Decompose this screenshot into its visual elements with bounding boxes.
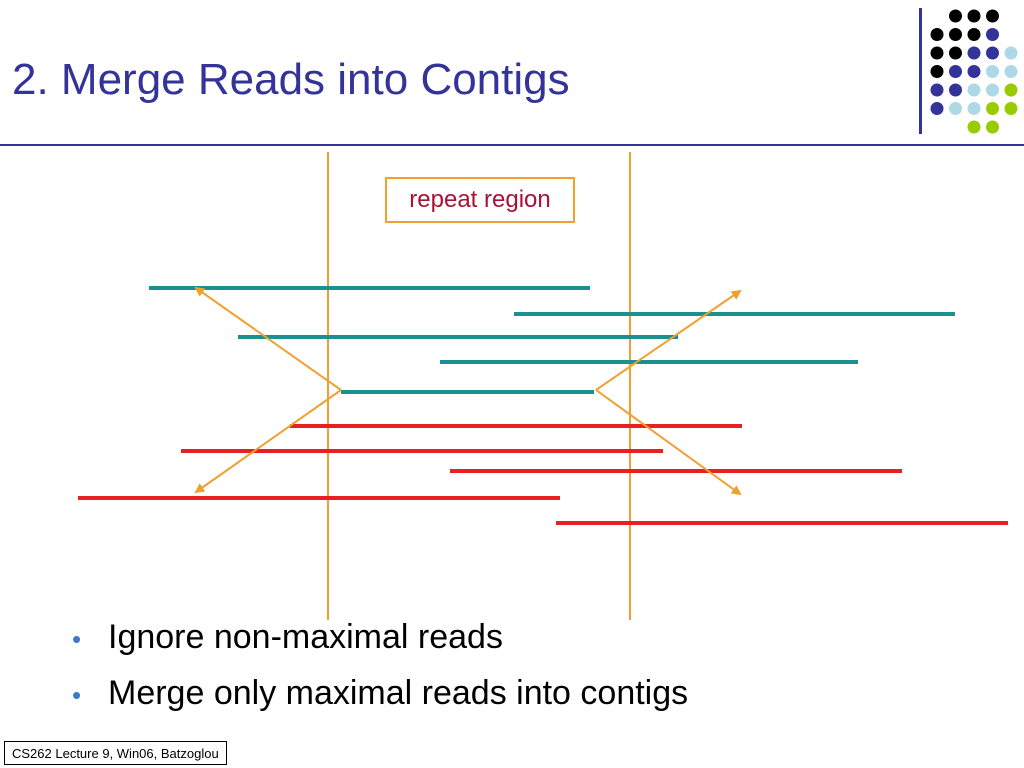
decorative-dot [930,83,944,97]
decorative-dot [1004,65,1018,78]
decorative-dot [930,28,944,41]
decorative-dot [949,9,962,23]
decorative-dot [930,46,944,60]
merge-arrow [595,389,742,496]
decorative-dot [949,28,962,41]
decorative-dot [949,46,962,60]
merge-arrows [194,286,742,496]
decorative-dot [930,65,944,78]
decorative-dot [967,46,981,60]
bullet-item: • Merge only maximal reads into contigs [72,674,688,730]
repeat-boundaries [327,152,631,620]
bullet-text: Merge only maximal reads into contigs [108,674,689,712]
decorative-dot [967,102,981,115]
decorative-dot [1004,102,1018,115]
merge-arrow [194,389,342,494]
decorative-dot [967,83,981,97]
accent-vertical-bar [919,8,922,134]
decorative-dot [1004,46,1018,60]
bullet-mark: • [72,680,82,710]
reads-group [78,286,1008,525]
slide-footer: CS262 Lecture 9, Win06, Batzoglou [4,741,227,765]
title-underline-rule [0,144,1024,146]
bullet-text: Ignore non-maximal reads [108,618,503,656]
decorative-dot [986,28,999,41]
decorative-dot [986,46,999,60]
bullet-mark: • [72,624,82,654]
bullet-list: • Ignore non-maximal reads • Merge only … [72,618,688,730]
decorative-dot [949,83,962,97]
decorative-dot [986,65,999,78]
decorative-dot [986,9,999,23]
repeat-region-label-box: repeat region [385,177,575,223]
decorative-dot [967,120,981,134]
decorative-dot [986,120,999,134]
decorative-dot [930,102,944,115]
decorative-dot [967,65,981,78]
decorative-dot [949,65,962,78]
decorative-dot [949,102,962,115]
merge-arrow [595,289,742,391]
decorative-dot [1004,83,1018,97]
decorative-dot-grid [930,9,1018,134]
decorative-dot [967,9,981,23]
slide-title: 2. Merge Reads into Contigs [12,55,570,104]
decorative-dot [986,102,999,115]
decorative-dot [986,83,999,97]
repeat-region-label: repeat region [409,186,551,213]
bullet-item: • Ignore non-maximal reads [72,618,688,674]
merge-arrow [194,286,342,391]
decorative-dot [967,28,981,41]
